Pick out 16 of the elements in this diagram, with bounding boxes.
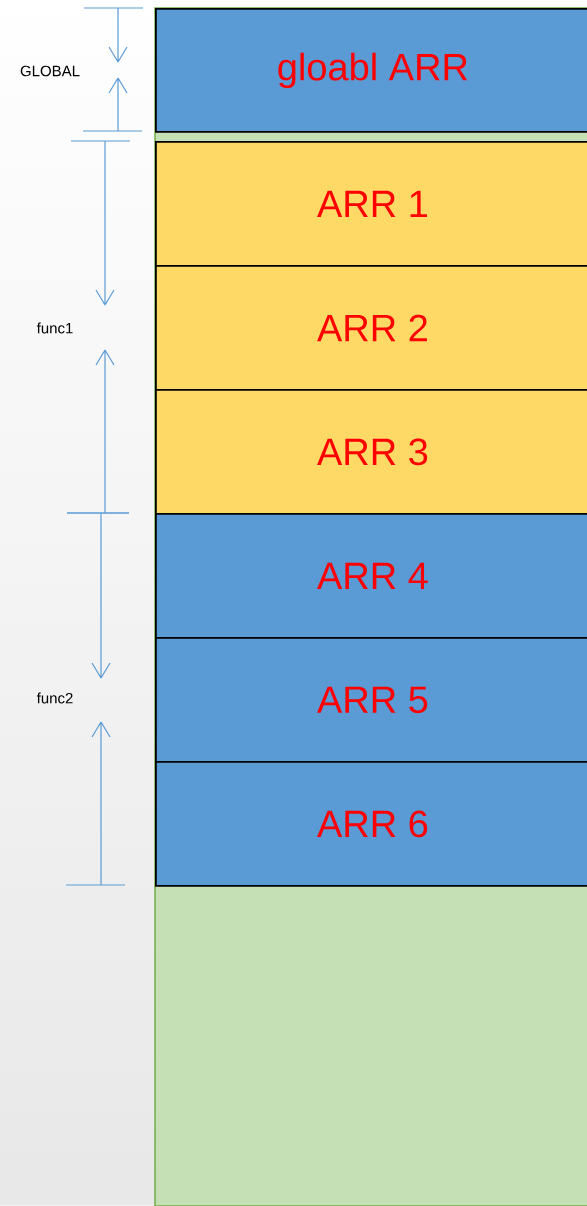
node-label: ARR 1: [317, 190, 427, 217]
memory-block: gloabl ARR: [155, 8, 587, 133]
memory-block: ARR 1: [155, 141, 587, 267]
dimension-label: func1: [36, 322, 73, 334]
node-label: ARR 6: [317, 810, 428, 838]
memory-block: ARR 2: [155, 265, 587, 391]
memory-block: ARR 3: [155, 389, 587, 515]
memory-block: ARR 5: [155, 637, 587, 763]
dimension-label: func2: [36, 692, 73, 704]
memory-block: ARR 6: [155, 761, 587, 887]
dimension-label: GLOBAL: [20, 65, 80, 77]
node-label: ARR 5: [317, 686, 428, 714]
memory-block: ARR 4: [155, 513, 587, 639]
node-label: ARR 3: [317, 438, 428, 466]
node-label: ARR 4: [317, 562, 428, 589]
node-label: ARR 2: [317, 314, 427, 342]
